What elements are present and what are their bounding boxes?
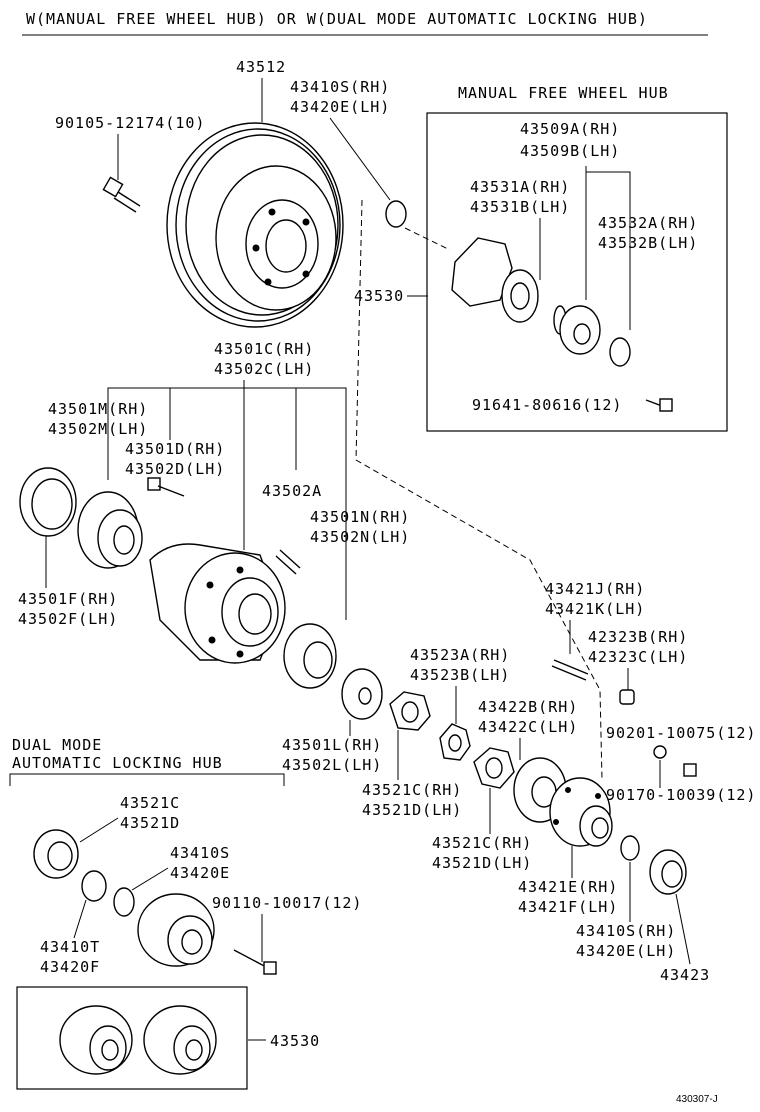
manual-hub-heading: MANUAL FREE WHEEL HUB bbox=[458, 84, 669, 102]
label-43531A: 43531A(RH) bbox=[470, 178, 570, 196]
bearing-43501M bbox=[77, 491, 143, 569]
grease-cap-43423 bbox=[649, 849, 687, 895]
stud-43421J bbox=[551, 659, 589, 681]
label-43521C-b: 43521C(RH) bbox=[432, 834, 532, 852]
label-43502A: 43502A bbox=[262, 482, 322, 500]
label-43501N: 43501N(RH) bbox=[310, 508, 410, 526]
label-43502F: 43502F(LH) bbox=[18, 610, 118, 628]
dual-mode-bracket bbox=[9, 773, 285, 786]
label-43532B: 43532B(LH) bbox=[598, 234, 698, 252]
bolt-43501D bbox=[147, 477, 185, 497]
label-43410S-dm: 43410S bbox=[170, 844, 230, 862]
label-43420E-dm: 43420E bbox=[170, 864, 230, 882]
label-43423: 43423 bbox=[660, 966, 710, 984]
snap-ring-43410S bbox=[385, 200, 407, 228]
locking-hub-box bbox=[16, 986, 248, 1090]
dual-mode-heading-2: AUTOMATIC LOCKING HUB bbox=[12, 754, 223, 772]
label-43410S-rh2: 43410S(RH) bbox=[576, 922, 676, 940]
nut-43521C-a bbox=[389, 691, 431, 731]
label-43501L: 43501L(RH) bbox=[282, 736, 382, 754]
manual-hub-box bbox=[426, 112, 728, 432]
label-43509A: 43509A(RH) bbox=[520, 120, 620, 138]
label-43420E-lh2: 43420E(LH) bbox=[576, 942, 676, 960]
label-43502D: 43502D(LH) bbox=[125, 460, 225, 478]
label-90170: 90170-10039(12) bbox=[606, 786, 756, 804]
label-43421E: 43421E(RH) bbox=[518, 878, 618, 896]
label-43422B: 43422B(RH) bbox=[478, 698, 578, 716]
label-43502M: 43502M(LH) bbox=[48, 420, 148, 438]
label-43502L: 43502L(LH) bbox=[282, 756, 382, 774]
locking-hub-body bbox=[137, 893, 215, 967]
locking-hub-pair bbox=[59, 1005, 217, 1075]
label-43521C-a: 43521C(RH) bbox=[362, 781, 462, 799]
label-43521D-dm: 43521D bbox=[120, 814, 180, 832]
label-43501C: 43501C(RH) bbox=[214, 340, 314, 358]
label-90105: 90105-12174(10) bbox=[55, 114, 205, 132]
bolt-91641 bbox=[645, 398, 673, 412]
flange-43421E bbox=[549, 777, 613, 847]
bearing-43501N bbox=[283, 623, 337, 689]
label-90201: 90201-10075(12) bbox=[606, 724, 756, 742]
label-43530-bottom: 43530 bbox=[270, 1032, 320, 1050]
label-90110: 90110-10017(12) bbox=[212, 894, 362, 912]
label-43422C: 43422C(LH) bbox=[478, 718, 578, 736]
label-43410S-rh: 43410S(RH) bbox=[290, 78, 390, 96]
nut-43521C-dm bbox=[33, 829, 79, 879]
nut-90170 bbox=[683, 763, 697, 777]
label-43421K: 43421K(LH) bbox=[545, 600, 645, 618]
label-43532A: 43532A(RH) bbox=[598, 214, 698, 232]
oil-seal-43501F bbox=[19, 467, 77, 537]
dual-mode-heading-1: DUAL MODE bbox=[12, 736, 102, 754]
label-43521C-dm: 43521C bbox=[120, 794, 180, 812]
bolt-90110 bbox=[233, 949, 277, 975]
bolt-90105 bbox=[102, 176, 141, 213]
label-43501F: 43501F(RH) bbox=[18, 590, 118, 608]
washer-90201 bbox=[653, 745, 667, 759]
hub-body bbox=[149, 543, 286, 664]
label-43502C: 43502C(LH) bbox=[214, 360, 314, 378]
label-42323B: 42323B(RH) bbox=[588, 628, 688, 646]
stud-43502A bbox=[275, 549, 301, 575]
label-43523B: 43523B(LH) bbox=[410, 666, 510, 684]
label-43501M: 43501M(RH) bbox=[48, 400, 148, 418]
label-43420E-lh: 43420E(LH) bbox=[290, 98, 390, 116]
diagram-ref-code: 430307-J bbox=[676, 1094, 718, 1105]
label-43502N: 43502N(LH) bbox=[310, 528, 410, 546]
cone-washer-42323B bbox=[619, 689, 635, 705]
snap-ring-43410S-lower bbox=[620, 835, 640, 861]
washer-43501L bbox=[341, 668, 383, 720]
nut-43521C-b bbox=[473, 747, 515, 789]
lock-washer-43523A bbox=[439, 723, 471, 761]
diagram-title: W(MANUAL FREE WHEEL HUB) OR W(DUAL MODE … bbox=[26, 10, 648, 28]
label-43501D: 43501D(RH) bbox=[125, 440, 225, 458]
label-43420F: 43420F bbox=[40, 958, 100, 976]
manual-hub-body bbox=[404, 227, 631, 367]
label-91641: 91641-80616(12) bbox=[472, 396, 622, 414]
label-43523A: 43523A(RH) bbox=[410, 646, 510, 664]
label-43421F: 43421F(LH) bbox=[518, 898, 618, 916]
label-43521D-b: 43521D(LH) bbox=[432, 854, 532, 872]
label-43410T: 43410T bbox=[40, 938, 100, 956]
label-43421J: 43421J(RH) bbox=[545, 580, 645, 598]
label-43531B: 43531B(LH) bbox=[470, 198, 570, 216]
label-42323C: 42323C(LH) bbox=[588, 648, 688, 666]
label-43530-top: 43530 bbox=[354, 287, 404, 305]
ring-43410T bbox=[81, 870, 107, 902]
brake-disc bbox=[166, 122, 344, 328]
snap-ring-dm bbox=[113, 887, 135, 917]
label-43512: 43512 bbox=[236, 58, 286, 76]
label-43509B: 43509B(LH) bbox=[520, 142, 620, 160]
axis-line bbox=[355, 199, 603, 781]
label-43521D-a: 43521D(LH) bbox=[362, 801, 462, 819]
